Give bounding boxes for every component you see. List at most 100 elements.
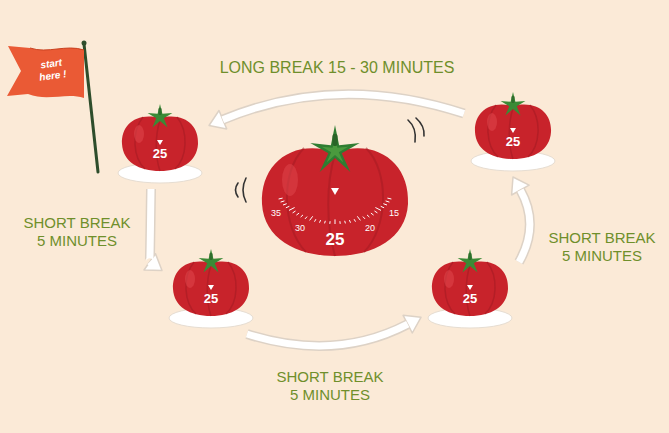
- flag-pole-top: [82, 41, 87, 46]
- shape-part: [159, 108, 162, 115]
- tomato-timer: 25: [425, 245, 515, 330]
- tomato-timer-shape: [468, 88, 558, 173]
- dial-number: 15: [384, 208, 404, 218]
- shape-part: [148, 104, 173, 128]
- shake-line: [416, 118, 424, 136]
- shape-part: [335, 219, 336, 224]
- shape-part: [135, 117, 185, 171]
- shape-part: [354, 219, 355, 222]
- flow-arrow: [144, 189, 162, 271]
- shape-part: [199, 249, 224, 273]
- shape-part: [339, 221, 340, 224]
- shape-part: [134, 125, 144, 143]
- timer-number: 25: [196, 292, 226, 307]
- shape-part: [333, 134, 338, 146]
- shape-part: [331, 188, 339, 195]
- shape-part: [375, 211, 378, 213]
- shape-part: [301, 215, 303, 217]
- arrow-line: [247, 324, 408, 346]
- shape-part: [387, 198, 391, 200]
- timer-number: 25: [498, 135, 528, 150]
- shape-part: [315, 219, 316, 222]
- shape-part: [320, 220, 321, 223]
- shape-part: [293, 211, 296, 213]
- shape-part: [363, 217, 365, 219]
- shape-part: [432, 262, 508, 316]
- shape-part: [488, 105, 538, 159]
- flow-arrow: [512, 177, 530, 262]
- start-flag: start here !: [6, 44, 84, 102]
- shape-part: [375, 208, 381, 211]
- tomato-timer-large: 35 30 25 20 15: [254, 124, 416, 264]
- shape-part: [487, 113, 497, 131]
- arrow-line: [519, 190, 530, 262]
- shape-part: [444, 270, 454, 288]
- shape-part: [371, 213, 374, 215]
- shape-part: [469, 253, 472, 260]
- shape-part: [208, 285, 214, 290]
- shape-part: [467, 285, 473, 290]
- shape-part: [283, 204, 287, 205]
- shape-part: [281, 201, 285, 202]
- shape-part: [282, 164, 298, 196]
- shape-part: [329, 221, 330, 224]
- shape-part: [512, 96, 515, 103]
- shape-part: [510, 128, 516, 133]
- shake-line: [243, 178, 246, 202]
- shape-part: [289, 208, 295, 211]
- shape-part: [344, 221, 346, 224]
- shape-part: [305, 217, 307, 219]
- shape-part: [324, 221, 326, 224]
- flow-arrow: [247, 315, 421, 346]
- arrow-line: [223, 94, 464, 120]
- shake-line: [236, 183, 239, 197]
- break-label: LONG BREAK 15 - 30 MINUTES: [157, 58, 517, 77]
- shape-part: [173, 262, 249, 316]
- flow-arrow: [209, 94, 464, 129]
- shape-part: [458, 249, 483, 273]
- shape-part: [210, 253, 213, 260]
- shake-line: [408, 120, 415, 142]
- tomato-timer: 25: [468, 88, 558, 173]
- timer-number: 25: [455, 292, 485, 307]
- shape-part: [475, 105, 551, 159]
- tomato-timer-shape: [166, 245, 256, 330]
- shape-part: [7, 46, 84, 98]
- shape-part: [310, 125, 359, 172]
- tomato-timer-shape: [425, 245, 515, 330]
- shape-part: [279, 198, 283, 200]
- shape-part: [445, 262, 495, 316]
- flag-pole: [84, 44, 98, 172]
- shape-part: [296, 213, 299, 215]
- timer-number: 25: [145, 147, 175, 162]
- tomato-timer: 25: [115, 100, 205, 185]
- shape-part: [186, 262, 236, 316]
- arrow-outline: [247, 324, 408, 346]
- tomato-timer-shape: [115, 100, 205, 185]
- dial-number: 25: [318, 230, 352, 250]
- shape-part: [386, 201, 390, 202]
- shape-part: [287, 148, 383, 256]
- shape-part: [349, 220, 350, 223]
- break-label: SHORT BREAK 5 MINUTES: [544, 229, 660, 265]
- shape-part: [310, 216, 313, 220]
- shape-part: [383, 204, 387, 205]
- shape-part: [367, 215, 369, 217]
- shape-part: [157, 140, 163, 145]
- break-label: SHORT BREAK 5 MINUTES: [19, 214, 135, 250]
- shape-part: [286, 206, 289, 208]
- dial-number: 30: [290, 223, 310, 233]
- dial-number: 35: [266, 208, 286, 218]
- arrow-outline: [223, 94, 464, 120]
- shape-part: [122, 117, 198, 171]
- dial-number: 20: [360, 223, 380, 233]
- tomato-timer: 25: [166, 245, 256, 330]
- shape-part: [185, 270, 195, 288]
- shape-part: [501, 92, 526, 116]
- arrow-outline: [150, 189, 151, 262]
- break-label: SHORT BREAK 5 MINUTES: [272, 368, 388, 404]
- arrow-line: [150, 189, 151, 262]
- arrow-outline: [519, 190, 530, 262]
